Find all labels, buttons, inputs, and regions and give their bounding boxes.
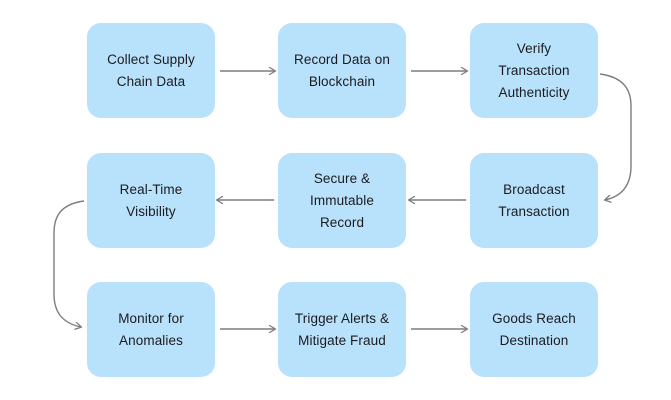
arrow-realtime-to-monitor bbox=[53, 200, 85, 327]
node-verify-transaction-authenticity: Verify Transaction Authenticity bbox=[470, 23, 598, 118]
node-monitor-for-anomalies: Monitor for Anomalies bbox=[87, 282, 215, 377]
node-label: Record Data on Blockchain bbox=[294, 51, 390, 89]
node-secure-immutable-record: Secure & Immutable Record bbox=[278, 153, 406, 248]
node-label: Real-Time Visibility bbox=[119, 181, 183, 219]
arrow-verify-to-broadcast bbox=[599, 73, 632, 200]
node-label: Verify Transaction Authenticity bbox=[498, 40, 570, 100]
node-broadcast-transaction: Broadcast Transaction bbox=[470, 153, 598, 248]
node-label: Broadcast Transaction bbox=[498, 181, 570, 219]
node-label: Collect Supply Chain Data bbox=[107, 51, 195, 89]
node-real-time-visibility: Real-Time Visibility bbox=[87, 153, 215, 248]
node-trigger-alerts-mitigate-fraud: Trigger Alerts & Mitigate Fraud bbox=[278, 282, 406, 377]
node-label: Secure & Immutable Record bbox=[310, 170, 374, 230]
node-record-data-on-blockchain: Record Data on Blockchain bbox=[278, 23, 406, 118]
node-label: Goods Reach Destination bbox=[492, 310, 576, 348]
node-goods-reach-destination: Goods Reach Destination bbox=[470, 282, 598, 377]
node-label: Monitor for Anomalies bbox=[118, 310, 184, 348]
node-label: Trigger Alerts & Mitigate Fraud bbox=[294, 310, 390, 348]
node-collect-supply-chain-data: Collect Supply Chain Data bbox=[87, 23, 215, 118]
